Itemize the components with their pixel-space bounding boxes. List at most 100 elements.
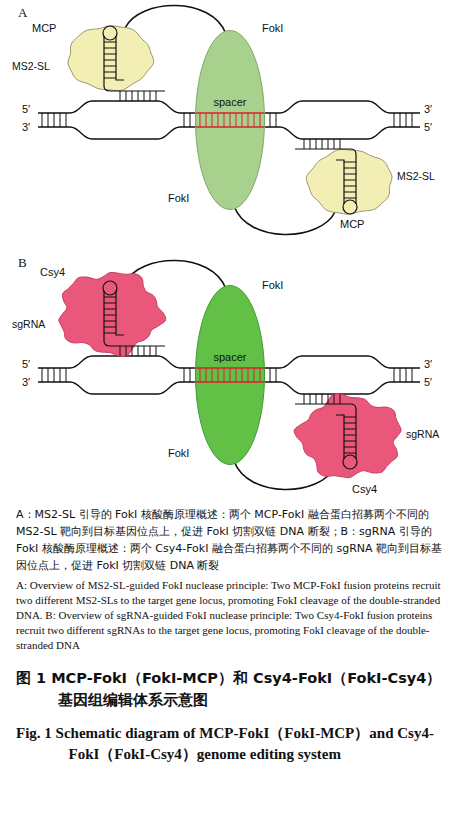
strand-end: 5′ bbox=[22, 358, 30, 371]
base-pair bbox=[48, 368, 49, 382]
strand-end: 3′ bbox=[22, 376, 30, 389]
base-pair bbox=[126, 346, 127, 356]
part-label: Csy4 bbox=[40, 266, 65, 279]
base-pair bbox=[270, 368, 271, 382]
base-pair bbox=[276, 113, 277, 127]
base-pair bbox=[322, 394, 323, 404]
base-pair bbox=[322, 139, 323, 149]
base-pair bbox=[400, 113, 401, 127]
base-pair bbox=[184, 368, 185, 382]
strand-end: 5′ bbox=[22, 103, 30, 116]
part-label: sgRNA bbox=[12, 318, 45, 330]
part-label: MCP bbox=[340, 218, 364, 231]
base-pair bbox=[328, 394, 329, 404]
base-pair bbox=[190, 113, 191, 127]
base-pair bbox=[334, 139, 335, 149]
caption-english: A: Overview of MS2-SL-guided FokI nuclea… bbox=[16, 578, 443, 653]
base-pair bbox=[66, 368, 67, 382]
base-pair bbox=[156, 91, 157, 101]
base-pair bbox=[54, 113, 55, 127]
part-label: FokI bbox=[168, 192, 189, 205]
base-pair bbox=[132, 91, 133, 101]
base-pair bbox=[412, 368, 413, 382]
base-pair bbox=[304, 394, 305, 404]
base-pair bbox=[144, 91, 145, 101]
base-pair bbox=[406, 368, 407, 382]
spacer-label: spacer bbox=[195, 96, 265, 108]
rna-hairpin bbox=[295, 394, 357, 469]
base-pair bbox=[310, 394, 311, 404]
base-pair bbox=[120, 91, 121, 101]
linker bbox=[234, 206, 335, 235]
base-pair bbox=[394, 113, 395, 127]
figure-title-english: Fig. 1 Schematic diagram of MCP-FokI（Fok… bbox=[16, 723, 443, 765]
base-pair bbox=[412, 113, 413, 127]
base-pair bbox=[190, 368, 191, 382]
base-pair bbox=[334, 394, 335, 404]
part-label: sgRNA bbox=[406, 428, 439, 440]
base-pair bbox=[394, 368, 395, 382]
base-pair bbox=[304, 139, 305, 149]
rna-binding-protein bbox=[68, 26, 154, 91]
base-pair bbox=[184, 113, 185, 127]
strand-end: 3′ bbox=[424, 358, 432, 371]
part-label: MCP bbox=[32, 22, 56, 35]
part-label: FokI bbox=[262, 279, 283, 292]
rna-hairpin bbox=[103, 26, 165, 101]
base-pair bbox=[400, 368, 401, 382]
strand-end: 3′ bbox=[22, 121, 30, 134]
dna-panel bbox=[38, 5, 420, 234]
base-pair bbox=[340, 394, 341, 404]
dna-panel bbox=[38, 260, 420, 489]
part-label: MS2-SL bbox=[397, 170, 435, 182]
rna-binding-protein bbox=[294, 394, 401, 478]
part-label: Csy4 bbox=[352, 483, 377, 496]
rna-hairpin bbox=[295, 139, 357, 214]
part-label: FokI bbox=[168, 447, 189, 460]
base-pair bbox=[156, 346, 157, 356]
base-pair bbox=[126, 91, 127, 101]
base-pair bbox=[406, 113, 407, 127]
base-pair bbox=[316, 394, 317, 404]
caption: A：MS2-SL 引导的 FokI 核酸酶原理概述：两个 MCP-FokI 融合… bbox=[16, 506, 443, 574]
rna-binding-protein bbox=[306, 149, 392, 214]
base-pair bbox=[270, 113, 271, 127]
base-pair bbox=[60, 368, 61, 382]
panel-letter: B bbox=[18, 256, 27, 271]
base-pair bbox=[276, 368, 277, 382]
strand-end: 5′ bbox=[424, 376, 432, 389]
rna-binding-protein bbox=[59, 272, 166, 356]
oval-outline bbox=[195, 285, 265, 465]
base-pair bbox=[150, 346, 151, 356]
oval-outline bbox=[195, 30, 265, 210]
rna-hairpin bbox=[103, 281, 165, 356]
strand-end: 3′ bbox=[424, 103, 432, 116]
base-pair bbox=[48, 113, 49, 127]
caption-column: A：MS2-SL 引导的 FokI 核酸酶原理概述：两个 MCP-FokI 融合… bbox=[16, 506, 443, 765]
base-pair bbox=[328, 139, 329, 149]
base-pair bbox=[144, 346, 145, 356]
linker bbox=[125, 5, 226, 34]
strand-end: 5′ bbox=[424, 121, 432, 134]
base-pair bbox=[138, 91, 139, 101]
base-pair bbox=[138, 346, 139, 356]
base-pair bbox=[60, 113, 61, 127]
base-pair bbox=[54, 368, 55, 382]
base-pair bbox=[42, 113, 43, 127]
part-label: FokI bbox=[262, 22, 283, 35]
base-pair bbox=[66, 113, 67, 127]
base-pair bbox=[340, 139, 341, 149]
part-label: MS2-SL bbox=[12, 60, 50, 72]
panel-letter: A bbox=[18, 6, 27, 21]
figure-title: 图 1 MCP-FokI（FokI-MCP）和 Csy4-FokI（FokI-C… bbox=[16, 667, 443, 711]
foki-dimer: spacer bbox=[195, 285, 265, 465]
base-pair bbox=[132, 346, 133, 356]
base-pair bbox=[150, 91, 151, 101]
base-pair bbox=[316, 139, 317, 149]
base-pair bbox=[120, 346, 121, 356]
spacer-label: spacer bbox=[195, 351, 265, 363]
base-pair bbox=[42, 368, 43, 382]
base-pair bbox=[310, 139, 311, 149]
foki-dimer: spacer bbox=[195, 30, 265, 210]
